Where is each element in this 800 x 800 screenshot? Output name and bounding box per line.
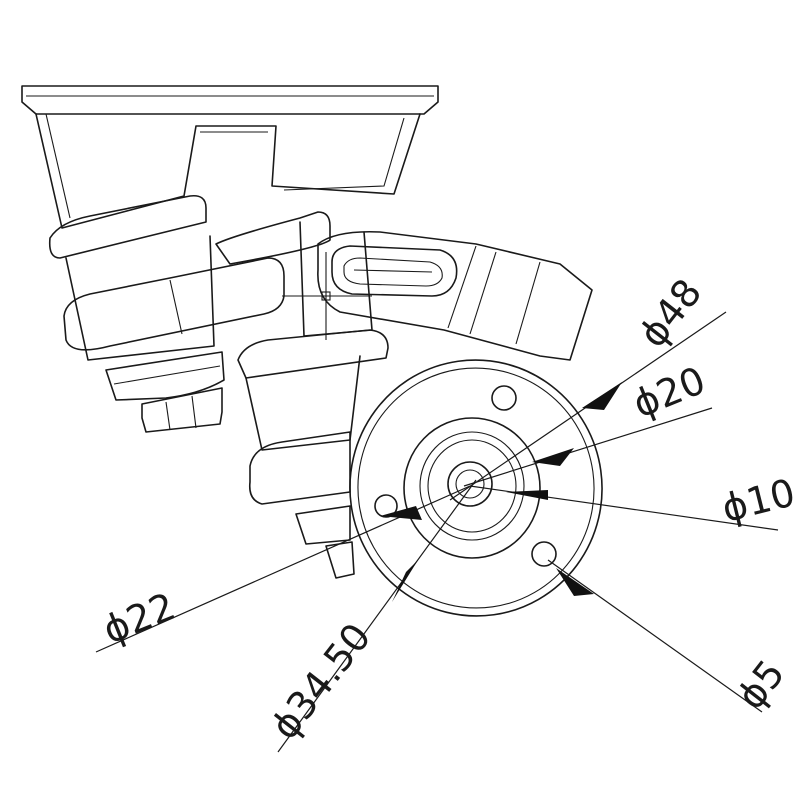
- swivel-arm: [317, 230, 593, 361]
- center-crosshair: [282, 252, 372, 340]
- dim-label-20: ϕ20: [627, 358, 712, 426]
- dim-label-22: ϕ22: [97, 584, 182, 652]
- mounting-plate: [21, 85, 439, 115]
- fork-body: [35, 113, 421, 229]
- wheel: [349, 359, 603, 617]
- dimension-labels: ϕ48 ϕ20 ϕ10 ϕ5 ϕ34.50 ϕ22: [97, 271, 800, 748]
- dim-label-10: ϕ10: [718, 470, 800, 530]
- dim-label-48: ϕ48: [630, 271, 710, 356]
- bolt-hole-top: [491, 385, 517, 411]
- hex-nut: [141, 387, 223, 433]
- dimension-leaders: [95, 311, 779, 753]
- left-hub: [48, 194, 285, 401]
- bolt-hole-left: [374, 494, 398, 518]
- dim-label-34-50: ϕ34.50: [262, 615, 379, 748]
- dim-label-5: ϕ5: [728, 652, 793, 718]
- bolt-hole-bottom: [531, 541, 557, 567]
- kingpin: [215, 211, 389, 579]
